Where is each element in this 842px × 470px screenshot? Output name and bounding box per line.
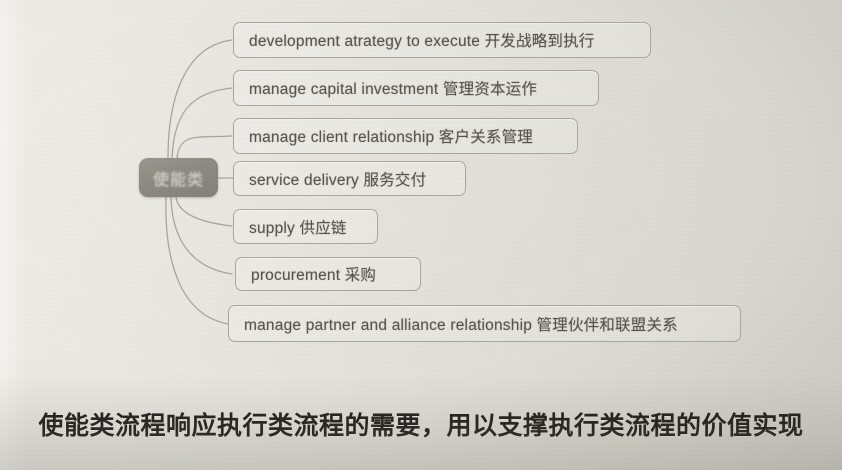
branch-box-5[interactable]: supply 供应链 [233, 209, 378, 244]
connector-2 [171, 87, 233, 159]
branch-label-5: supply 供应链 [249, 219, 347, 237]
branch-label-4: service delivery 服务交付 [249, 171, 427, 189]
branch-box-4[interactable]: service delivery 服务交付 [233, 161, 466, 196]
central-node-label: 使能类 [152, 171, 204, 189]
branch-box-3[interactable]: manage client relationship 客户关系管理 [233, 118, 578, 154]
caption-text: 使能类流程响应执行类流程的需要，用以支撑执行类流程的价值实现 [38, 412, 804, 440]
connector-5 [175, 196, 233, 227]
branch-label-2: manage capital investment 管理资本运作 [249, 81, 538, 98]
connector-3 [176, 135, 233, 159]
branch-label-6: procurement 采购 [251, 267, 377, 284]
branch-box-6[interactable]: procurement 采购 [235, 257, 421, 291]
connector-7 [165, 196, 229, 325]
branch-box-7[interactable]: manage partner and alliance relationship… [228, 305, 741, 342]
branch-label-1: development atrategy to execute 开发战略到执行 [249, 33, 595, 50]
central-node[interactable]: 使能类 [139, 158, 218, 197]
branch-box-2[interactable]: manage capital investment 管理资本运作 [233, 70, 599, 106]
connector-6 [170, 196, 233, 275]
connector-1 [167, 39, 233, 159]
branch-label-3: manage client relationship 客户关系管理 [249, 129, 533, 146]
branch-label-7: manage partner and alliance relationship… [244, 316, 678, 334]
branch-box-1[interactable]: development atrategy to execute 开发战略到执行 [233, 22, 651, 58]
